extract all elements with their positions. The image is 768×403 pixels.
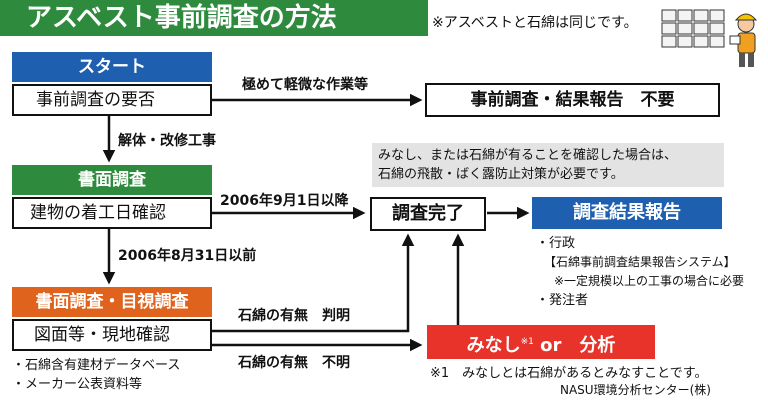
- report-list: ・行政 【石綿事前調査結果報告システム】 ※一定規模以上の工事の場合に必要 ・発…: [536, 234, 744, 310]
- worker-with-shelves-illustration: [660, 6, 766, 68]
- caution-line: みなし、または石綿が有ることを確認した場合は、: [378, 148, 678, 163]
- page-title: アスベスト事前調査の方法: [0, 0, 428, 36]
- deem-rest: or 分析: [533, 335, 616, 356]
- report-item: ・発注者: [536, 293, 589, 308]
- deem-or-analysis-box: みなし※1 or 分析: [427, 325, 655, 359]
- deem-label: みなし: [466, 335, 521, 356]
- report-item: ※一定規模以上の工事の場合に必要: [554, 274, 745, 288]
- report-header: 調査結果報告: [532, 197, 722, 229]
- arrow-found-to-complete: [212, 233, 415, 333]
- credit: NASU環境分析センター(株): [560, 383, 711, 397]
- caution-note: みなし、または石綿が有ることを確認した場合は、 石綿の飛散・ばく露防止対策が必要…: [372, 143, 724, 187]
- start-box: 事前調査の要否: [12, 84, 212, 116]
- caution-line: 石綿の飛散・ばく露防止対策が必要です。: [378, 167, 624, 182]
- start-header: スタート: [12, 52, 212, 82]
- edge-after-label: 2006年9月1日以降: [220, 193, 349, 209]
- no-need-box: 事前調査・結果報告 不要: [425, 83, 720, 117]
- edge-demolition-label: 解体・改修工事: [118, 133, 216, 149]
- edge-found-label: 石綿の有無 判明: [238, 308, 350, 324]
- doc-survey-header: 書面調査: [12, 165, 212, 195]
- survey-complete-box: 調査完了: [370, 197, 486, 231]
- report-item: ・行政: [536, 236, 576, 251]
- source-item: ・石綿含有建材データベース: [12, 358, 181, 373]
- top-note: ※アスベストと石綿は同じです。: [432, 15, 638, 31]
- edge-light-work-label: 極めて軽微な作業等: [242, 77, 368, 93]
- edge-before-label: 2006年8月31日以前: [118, 248, 257, 264]
- visual-survey-header: 書面調査・目視調査: [12, 287, 212, 317]
- edge-unknown-label: 石綿の有無 不明: [238, 355, 350, 371]
- visual-survey-box: 図面等・現地確認: [12, 319, 212, 351]
- report-item: 【石綿事前調査結果報告システム】: [544, 255, 736, 269]
- footnote: ※1 みなしとは石綿があるとみなすことです。: [430, 366, 708, 381]
- deem-footnote-mark: ※1: [520, 337, 534, 347]
- source-list: ・石綿含有建材データベース ・メーカー公表資料等: [12, 356, 180, 394]
- source-item: ・メーカー公表資料等: [12, 377, 143, 392]
- doc-survey-box: 建物の着工日確認: [12, 197, 212, 229]
